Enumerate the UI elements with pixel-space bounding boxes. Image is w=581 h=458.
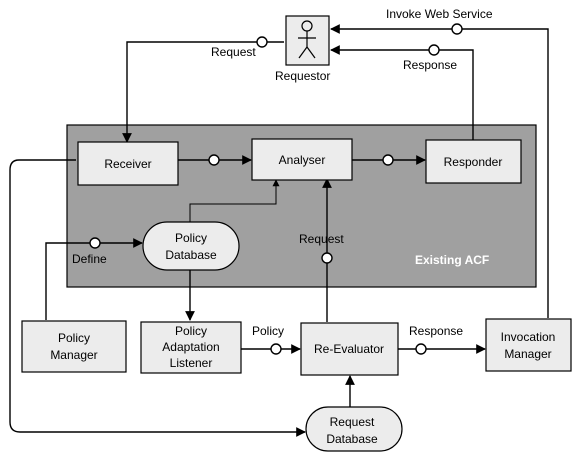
port-receiver-analyser [208, 154, 220, 166]
edge-label-request-top: Request [211, 45, 256, 59]
edge-label-define: Define [72, 252, 107, 266]
policy-manager-label-line2: Manager [50, 348, 97, 362]
policy-database-label-line2: Database [165, 248, 217, 262]
edge-responder-to-requestor [330, 45, 474, 140]
port-policy [270, 343, 282, 355]
policy-database-label-line1: Policy [175, 231, 207, 245]
edge-requestor-to-receiver [122, 41, 284, 143]
edge-label-response-top: Response [403, 58, 457, 72]
existing-acf-label: Existing ACF [415, 253, 489, 267]
edge-policydb-to-analyser [189, 179, 280, 226]
actor-icon [298, 20, 316, 59]
request-database-label-line1: Request [330, 415, 375, 429]
port-invoke-web-service [451, 23, 463, 35]
port-request-top [256, 36, 268, 48]
edge-invocation-to-requestor [330, 24, 549, 318]
requestor-label: Requestor [275, 69, 330, 83]
policy-manager-node: Policy Manager [21, 320, 127, 373]
receiver-label: Receiver [104, 157, 151, 171]
edge-receiver-to-request-database [9, 159, 306, 437]
policy-adaptation-listener-node: Policy Adaptation Listener [140, 321, 242, 374]
listener-label-line1: Policy [175, 324, 207, 338]
request-database-node: Request Database [305, 406, 403, 452]
analyser-node: Analyser [251, 138, 353, 181]
invocation-manager-label-line1: Invocation [501, 330, 556, 344]
listener-label-line2: Adaptation [162, 340, 219, 354]
policy-manager-label-line1: Policy [58, 331, 90, 345]
requestor-node: Requestor [275, 15, 330, 83]
re-evaluator-node: Re-Evaluator [300, 322, 399, 376]
port-response-bottom [415, 343, 427, 355]
invocation-manager-node: Invocation Manager [485, 318, 572, 372]
receiver-node: Receiver [77, 141, 179, 186]
edge-label-invoke-web-service: Invoke Web Service [386, 7, 493, 21]
port-response-top [428, 44, 440, 56]
listener-label-line3: Listener [170, 356, 213, 370]
edge-label-response-bottom: Response [409, 324, 463, 338]
port-define [89, 237, 101, 249]
edge-policy-manager-to-policydb [45, 238, 143, 320]
port-request-mid [321, 252, 333, 264]
request-database-label-line2: Database [326, 432, 378, 446]
re-evaluator-label: Re-Evaluator [314, 342, 384, 356]
edge-label-request-mid: Request [299, 232, 344, 246]
policy-database-node: Policy Database [142, 221, 240, 271]
port-analyser-responder [382, 154, 394, 166]
invocation-manager-label-line2: Manager [504, 347, 551, 361]
responder-node: Responder [425, 139, 522, 184]
responder-label: Responder [444, 155, 503, 169]
edge-label-policy: Policy [252, 324, 284, 338]
analyser-label: Analyser [279, 153, 326, 167]
